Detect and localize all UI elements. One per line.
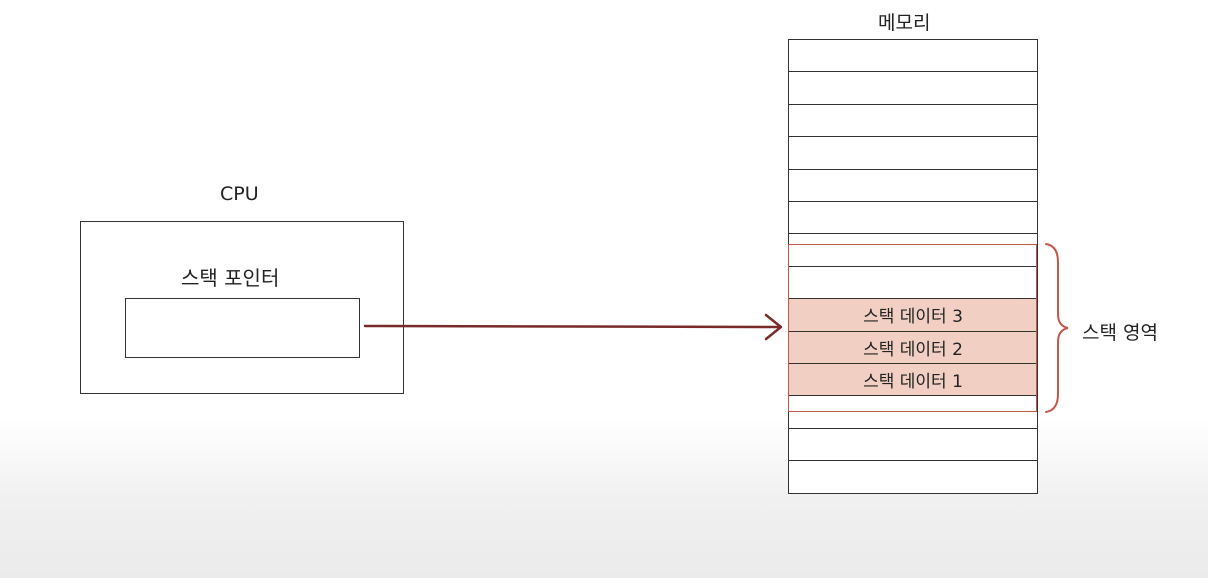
memory-cell <box>789 234 1037 267</box>
memory-cell <box>789 396 1037 429</box>
stack-area-brace <box>1045 243 1069 413</box>
memory-cell <box>789 267 1037 300</box>
memory-cell <box>789 40 1037 73</box>
pointer-arrow <box>363 313 783 341</box>
memory-cell <box>789 429 1037 462</box>
stack-pointer-label: 스택 포인터 <box>181 266 280 290</box>
memory-title: 메모리 <box>878 12 931 34</box>
memory-cell-stack-data: 스택 데이터 3 <box>789 299 1037 332</box>
pointer-arrowhead <box>764 313 783 341</box>
stack-area-label: 스택 영역 <box>1082 322 1158 344</box>
pointer-arrow-line <box>363 324 782 329</box>
cpu-title: CPU <box>220 183 259 205</box>
memory-cell <box>789 72 1037 105</box>
memory-cell-stack-data: 스택 데이터 2 <box>789 331 1037 364</box>
cpu-box: 스택 포인터 <box>80 221 404 394</box>
memory-cell <box>789 202 1037 235</box>
memory-cell <box>789 137 1037 170</box>
memory-cell <box>789 170 1037 202</box>
stack-pointer-register <box>125 298 360 358</box>
memory-cell <box>789 105 1037 138</box>
memory-cell-stack-data: 스택 데이터 1 <box>789 363 1037 397</box>
